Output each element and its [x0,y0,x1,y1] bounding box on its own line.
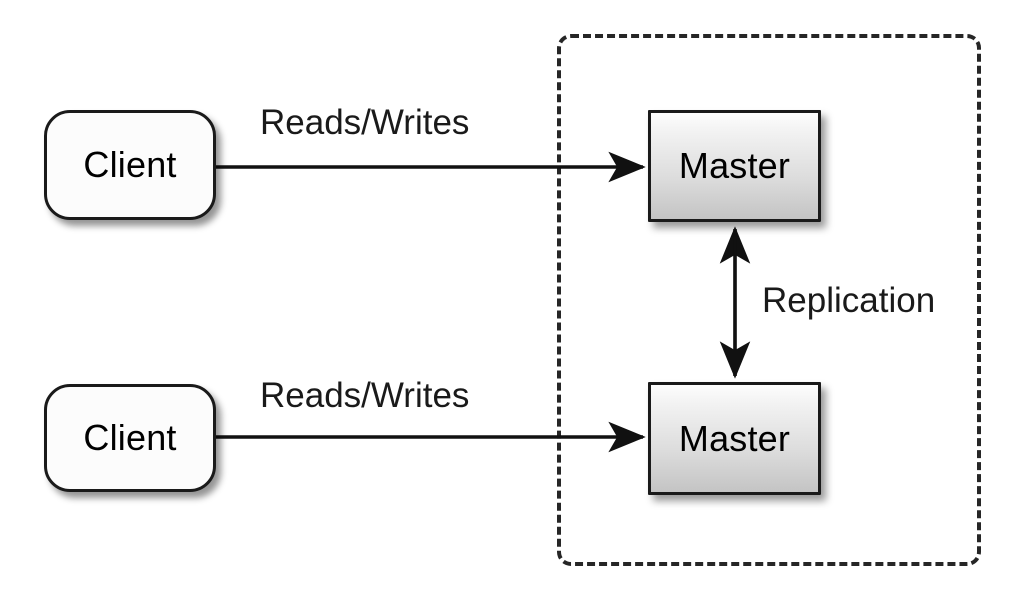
node-master-top[interactable]: Master [648,110,821,222]
node-master-bottom-label: Master [678,417,791,459]
node-client-top-label: Client [83,144,177,185]
node-client-top[interactable]: Client [44,110,216,220]
node-master-bottom[interactable]: Master [648,382,821,495]
edge-label-reads-writes-bottom: Reads/Writes [260,376,470,415]
node-master-top-label: Master [678,145,791,186]
edge-label-reads-writes-top: Reads/Writes [260,103,470,142]
node-client-bottom-label: Client [83,417,177,458]
node-client-bottom[interactable]: Client [44,384,216,492]
edge-label-replication: Replication [762,281,936,320]
